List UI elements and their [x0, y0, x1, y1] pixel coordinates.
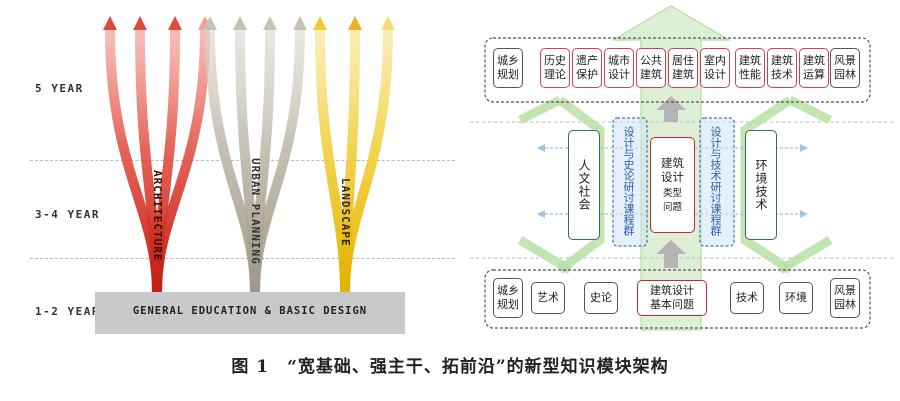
year-label-5: 5 YEAR: [35, 82, 84, 95]
bottom-box-urban-rural-planning: 城乡 规划: [493, 278, 523, 318]
bottom-box-landscape-architecture: 风景 园林: [830, 278, 860, 318]
bottom-box-history-theory: 史论: [584, 282, 618, 314]
architecture-stream: [105, 29, 210, 293]
bottom-row-container: [484, 269, 871, 329]
top-box-building-technology: 建筑 技术: [767, 48, 797, 88]
divider-lower: [30, 258, 455, 259]
top-box-interior-design: 室内 设计: [700, 48, 730, 88]
history-group-panel: [612, 117, 648, 247]
stream-label-urban-planning: URBAN PLANNING: [249, 158, 262, 265]
landscape-stream: [315, 29, 393, 293]
top-box-urban-design: 城市 设计: [604, 48, 634, 88]
bottom-box-environment: 环境: [779, 282, 813, 314]
year-label-3-4: 3-4 YEAR: [35, 208, 100, 221]
top-box-public-building: 公共 建筑: [636, 48, 666, 88]
top-box-building-performance: 建筑 性能: [735, 48, 765, 88]
top-box-landscape-architecture: 风景 园林: [830, 48, 860, 88]
year-label-1-2: 1-2 YEAR: [35, 305, 100, 318]
environment-technology-box: 环境技术: [745, 130, 777, 240]
top-box-urban-rural-planning: 城乡 规划: [493, 48, 523, 88]
core-design-subtitle: 类型 问题: [662, 187, 682, 213]
base-label: GENERAL EDUCATION & BASIC DESIGN: [132, 305, 368, 317]
bottom-box-technology: 技术: [730, 282, 764, 314]
stream-label-landscape: LANDSCAPE: [339, 178, 352, 247]
top-box-building-computation: 建筑 运算: [799, 48, 829, 88]
tech-group-label: 设计与技术研讨课程群: [709, 126, 722, 236]
urban-planning-stream: [205, 29, 305, 293]
top-box-residential-building: 居住 建筑: [668, 48, 698, 88]
stream-label-architecture: ARCHITECTURE: [151, 170, 164, 262]
top-box-history-theory: 历史 理论: [540, 48, 570, 88]
core-design-box: 建筑 设计 类型 问题: [650, 137, 695, 233]
bottom-box-design-fundamentals: 建筑设计 基本问题: [637, 280, 707, 316]
humanities-box: 人文社会: [568, 130, 600, 240]
core-design-title: 建筑 设计: [661, 155, 684, 184]
top-row-container: [484, 37, 871, 103]
tech-group-panel: [699, 117, 735, 247]
base-bar: [95, 292, 405, 334]
stream-tree-diagram: [95, 16, 405, 334]
landscape-arrowheads: [313, 16, 395, 30]
bottom-box-art: 艺术: [531, 282, 565, 314]
figure-caption: 图 1 “宽基础、强主干、拓前沿”的新型知识模块架构: [231, 357, 669, 377]
history-group-label: 设计与史论研讨课程群: [622, 126, 635, 236]
urban-planning-arrowheads: [203, 16, 307, 30]
top-box-heritage-conservation: 遗产 保护: [572, 48, 602, 88]
